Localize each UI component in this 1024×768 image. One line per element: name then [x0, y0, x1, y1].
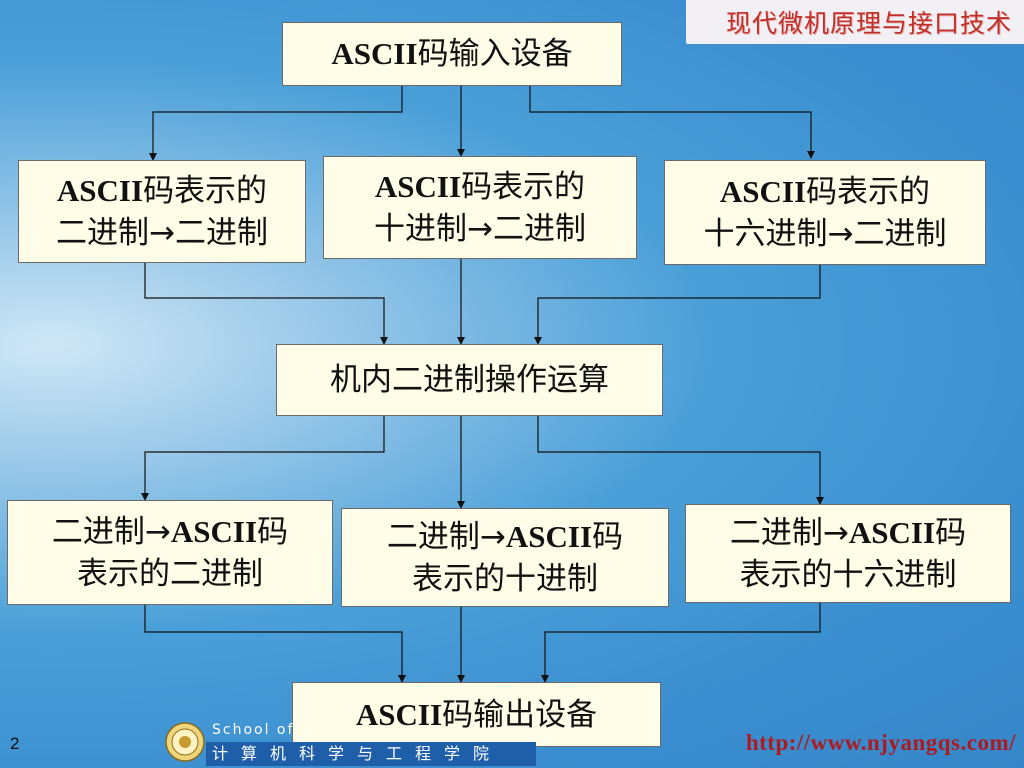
node-binary-to-ascii-binary-code: ASCII [170, 513, 258, 549]
node-binary-to-ascii-hex-line2: 表示的十六进制 [739, 556, 957, 593]
node-binary-to-ascii-binary: 二进制→ASCII码 表示的二进制 [7, 500, 333, 605]
footer-url-link[interactable]: http://www.njyangqs.com/ [745, 730, 1016, 755]
school-name-chinese: 计算机科学与工程学院 [206, 742, 536, 766]
node-ascii-hex-to-binary-line2: 十六进制→二进制 [703, 215, 947, 252]
node-binary-to-ascii-binary-post: 码 [257, 513, 289, 550]
node-ascii-decimal-to-binary-code: ASCII [374, 168, 462, 204]
connector-bin-to-process [144, 263, 388, 345]
node-ascii-decimal-to-binary-line2: 十进制→二进制 [374, 210, 586, 247]
node-binary-to-ascii-binary-pre: 二进制→ [51, 513, 171, 550]
connector-process-to-hex-out [537, 416, 824, 505]
node-ascii-hex-to-binary-line1: 码表示的 [806, 173, 931, 210]
node-binary-to-ascii-decimal-pre: 二进制→ [386, 518, 506, 555]
node-output-device-code: ASCII [355, 696, 443, 732]
node-ascii-decimal-to-binary-line1: 码表示的 [461, 168, 586, 205]
node-binary-to-ascii-decimal-code: ASCII [505, 518, 593, 554]
header-band: 现代微机原理与接口技术 [686, 0, 1024, 44]
node-binary-to-ascii-hex: 二进制→ASCII码 表示的十六进制 [685, 504, 1011, 603]
connector-bin-out-to-output [144, 605, 406, 683]
node-ascii-decimal-to-binary: ASCII码表示的 十进制→二进制 [323, 156, 637, 259]
header-title: 现代微机原理与接口技术 [725, 9, 1012, 38]
node-binary-to-ascii-hex-post: 码 [935, 514, 967, 551]
node-output-device-text: 码输出设备 [442, 696, 598, 733]
node-ascii-binary-to-binary-code: ASCII [56, 172, 144, 208]
connector-hex-to-process [534, 265, 821, 345]
node-internal-binary-operation-text: 机内二进制操作运算 [330, 362, 609, 398]
node-binary-to-ascii-decimal-line2: 表示的十进制 [411, 560, 598, 597]
node-ascii-hex-to-binary: ASCII码表示的 十六进制→二进制 [664, 160, 986, 265]
school-name-english: School of [212, 722, 295, 738]
connector-process-to-bin-out [141, 416, 385, 501]
connector-input-to-bin [149, 86, 403, 161]
page-number: 2 [10, 734, 20, 753]
school-logo-icon [165, 722, 205, 762]
node-binary-to-ascii-hex-code: ASCII [848, 514, 936, 550]
node-binary-to-ascii-binary-line2: 表示的二进制 [76, 555, 263, 592]
node-ascii-binary-to-binary-line2: 二进制→二进制 [56, 214, 268, 251]
node-ascii-binary-to-binary: ASCII码表示的 二进制→二进制 [18, 160, 306, 263]
node-binary-to-ascii-decimal-post: 码 [592, 518, 624, 555]
connector-hex-out-to-output [541, 603, 821, 683]
node-input-device-code: ASCII [331, 36, 418, 71]
node-binary-to-ascii-hex-pre: 二进制→ [729, 514, 849, 551]
node-ascii-hex-to-binary-code: ASCII [719, 173, 807, 209]
node-input-device-text: 码输入设备 [417, 36, 573, 72]
connector-input-to-hex [529, 86, 815, 159]
node-ascii-binary-to-binary-line1: 码表示的 [143, 172, 268, 209]
node-binary-to-ascii-decimal: 二进制→ASCII码 表示的十进制 [341, 508, 669, 607]
node-internal-binary-operation: 机内二进制操作运算 [276, 344, 663, 416]
node-output-device: ASCII码输出设备 [292, 682, 661, 747]
node-input-device: ASCII码输入设备 [282, 22, 622, 86]
